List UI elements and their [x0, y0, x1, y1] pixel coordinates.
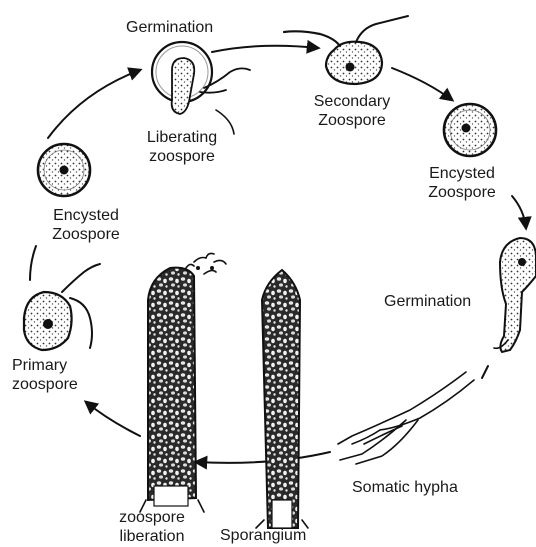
sporangium-figure [256, 270, 308, 528]
label-germination-top: Germination [126, 18, 213, 37]
label-encysted-right-line1: Encysted [410, 164, 514, 183]
label-liberating-line1: Liberating [130, 128, 234, 147]
label-primary-zoospore: Primary zoospore [12, 356, 78, 394]
arrow-liberation-to-primary [86, 402, 140, 436]
label-sporangium: Sporangium [220, 526, 306, 545]
label-zoospore-lib-line1: zoospore [100, 508, 204, 527]
arrow-hypha-to-sporangium [196, 452, 330, 463]
label-secondary-zoospore: Secondary Zoospore [296, 92, 408, 130]
label-somatic-hypha: Somatic hypha [352, 478, 458, 497]
secondary-zoospore-figure [284, 16, 408, 84]
arrow-primary-to-encysted [30, 246, 36, 280]
label-encysted-zoospore-right: Encysted Zoospore [410, 164, 514, 202]
primary-zoospore-figure [24, 264, 100, 350]
arrow-encysted-to-liberating [48, 70, 140, 138]
label-encysted-zoospore-left: Encysted Zoospore [30, 206, 142, 244]
somatic-hypha-figure [338, 372, 474, 464]
label-secondary-line2: Zoospore [296, 111, 408, 130]
label-encysted-left-line1: Encysted [30, 206, 142, 225]
arrow-encysted-to-germination [512, 196, 526, 228]
encysted-zoospore-left-figure [38, 144, 90, 196]
label-encysted-right-line2: Zoospore [410, 183, 514, 202]
label-liberating-line2: zoospore [130, 147, 234, 166]
germination-top-figure [152, 42, 250, 134]
arrow-germination-to-hypha [482, 366, 488, 378]
label-encysted-left-line2: Zoospore [30, 225, 142, 244]
label-liberating-zoospore: Liberating zoospore [130, 128, 234, 166]
label-germination-right: Germination [384, 292, 471, 311]
label-primary-line1: Primary [12, 356, 78, 375]
label-secondary-line1: Secondary [296, 92, 408, 111]
arrow-germination-to-secondary [212, 46, 318, 52]
label-zoospore-liberation: zoospore liberation [100, 508, 204, 546]
label-primary-line2: zoospore [12, 375, 78, 394]
encysted-zoospore-right-figure [444, 104, 496, 156]
label-zoospore-lib-line2: liberation [100, 527, 204, 546]
germination-right-figure [494, 238, 536, 352]
zoospore-liberation-figure [140, 254, 226, 513]
